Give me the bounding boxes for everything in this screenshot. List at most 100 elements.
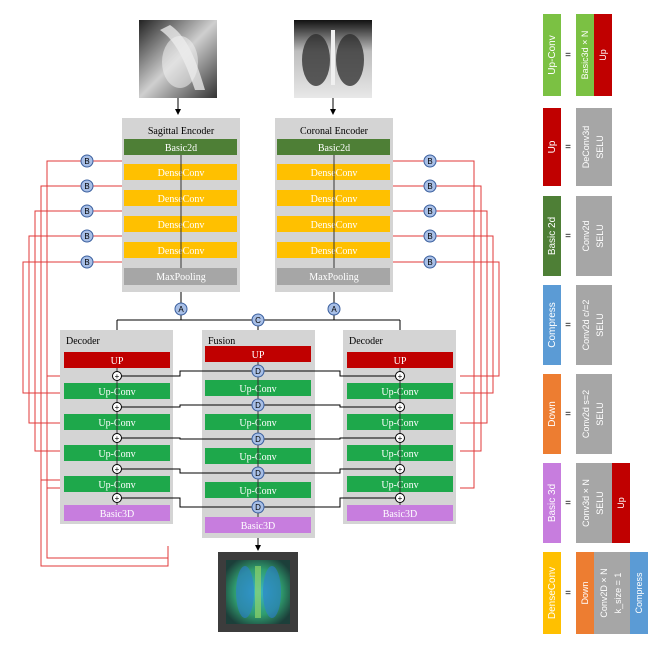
right-decoder-title: Decoder — [349, 336, 384, 347]
legend-denseconv: DenseConv = Down Conv2D × N k_size = 1 C… — [543, 552, 648, 634]
legend-equals: = — [565, 50, 571, 61]
marker-plus: + — [398, 494, 403, 503]
legend-down: Down = Conv2d s=2 SELU — [543, 374, 612, 454]
sagittal-encoder: Sagittal Encoder Basic2d DenseConv Dense… — [122, 118, 240, 292]
legend-basic2d-part-2: SELU — [595, 224, 605, 248]
legend-upconv-part-2: Up — [598, 49, 608, 61]
legend-upconv-part-1: Basic3d × N — [580, 31, 590, 80]
marker-plus: + — [398, 403, 403, 412]
marker-plus: + — [115, 494, 120, 503]
sagittal-xray-image — [139, 20, 217, 98]
coronal-xray-image — [294, 20, 372, 98]
legend-compress-part-1: Conv2d c/=2 — [581, 300, 591, 351]
coronal-encoder-title: Coronal Encoder — [300, 126, 369, 137]
legend-basic3d-part-2: SELU — [595, 491, 605, 515]
marker-d: D — [255, 469, 261, 478]
right-up-label: UP — [394, 356, 407, 367]
sagittal-encoder-title: Sagittal Encoder — [148, 126, 215, 137]
marker-plus: + — [115, 372, 120, 381]
coronal-maxpool-label: MaxPooling — [309, 272, 358, 283]
coronal-maxpool — [277, 268, 390, 285]
right-up-block — [347, 352, 453, 368]
marker-d: D — [255, 401, 261, 410]
sagittal-maxpool-label: MaxPooling — [156, 272, 205, 283]
marker-b: B — [427, 232, 432, 241]
output-ct-volume-image — [218, 552, 298, 632]
coronal-basic2d-block — [277, 139, 390, 155]
marker-b: B — [84, 157, 89, 166]
legend-equals: = — [565, 498, 571, 509]
left-up-label: UP — [111, 356, 124, 367]
marker-plus: + — [115, 465, 120, 474]
legend-denseconv-part-3: k_size = 1 — [613, 573, 623, 614]
legend-down-part-2: SELU — [595, 402, 605, 426]
marker-b: B — [84, 258, 89, 267]
coronal-basic2d-label: Basic2d — [318, 143, 350, 154]
legend-basic2d-part-1: Conv2d — [581, 220, 591, 251]
legend-upconv: Up-Conv = Basic3d × N Up — [543, 14, 612, 96]
fusion-up-label: UP — [252, 350, 265, 361]
legend-compress-part-2: SELU — [595, 313, 605, 337]
marker-b: B — [84, 232, 89, 241]
legend-basic2d: Basic 2d = Conv2d SELU — [543, 196, 612, 276]
legend-up-name: Up — [547, 140, 558, 153]
coronal-encoder: Coronal Encoder Basic2d DenseConv DenseC… — [275, 118, 393, 292]
legend-basic3d-part-1: Conv3d × N — [581, 479, 591, 527]
marker-c: C — [255, 316, 261, 325]
right-basic3d-label: Basic3D — [383, 509, 417, 520]
left-up-block — [64, 352, 170, 368]
marker-b: B — [427, 207, 432, 216]
left-decoder: Decoder UP Up-Conv Up-Conv Up-Conv Up-Co… — [60, 330, 173, 524]
legend-denseconv-name: DenseConv — [547, 567, 558, 619]
legend-basic3d-part-3: Up — [616, 497, 626, 509]
legend-equals: = — [565, 231, 571, 242]
legend-equals: = — [565, 320, 571, 331]
marker-b: B — [84, 207, 89, 216]
legend-up: Up = DeConv3d SELU — [543, 108, 612, 186]
legend-down-part-1: Conv2d s=2 — [581, 390, 591, 438]
fusion-title: Fusion — [208, 336, 235, 347]
fusion-up-block — [205, 346, 311, 362]
marker-plus: + — [398, 465, 403, 474]
marker-b: B — [84, 182, 89, 191]
legend-compress-name: Compress — [547, 302, 558, 348]
right-basic3d-block — [347, 505, 453, 521]
left-decoder-title: Decoder — [66, 336, 101, 347]
legend-denseconv-part-1: Down — [580, 581, 590, 604]
marker-d: D — [255, 503, 261, 512]
left-basic3d-label: Basic3D — [100, 509, 134, 520]
legend-equals: = — [565, 588, 571, 599]
legend-denseconv-part-2: Conv2D × N — [599, 568, 609, 617]
sagittal-basic2d-block — [124, 139, 237, 155]
legend: Up-Conv = Basic3d × N Up Up = DeConv3d S… — [543, 14, 648, 634]
fusion-basic3d-label: Basic3D — [241, 521, 275, 532]
right-decoder: Decoder UP Up-Conv Up-Conv Up-Conv Up-Co… — [343, 330, 456, 524]
legend-equals: = — [565, 142, 571, 153]
legend-up-part-2: SELU — [595, 135, 605, 159]
sagittal-basic2d-label: Basic2d — [165, 143, 197, 154]
fusion-basic3d-block — [205, 517, 311, 533]
markers: B B B B B B B B B B A A C D D D D D + + … — [80, 154, 437, 514]
legend-basic3d-name: Basic 3d — [547, 484, 558, 522]
marker-plus: + — [398, 372, 403, 381]
marker-b: B — [427, 258, 432, 267]
marker-plus: + — [398, 434, 403, 443]
legend-basic2d-name: Basic 2d — [547, 217, 558, 255]
marker-d: D — [255, 367, 261, 376]
left-basic3d-block — [64, 505, 170, 521]
legend-basic3d: Basic 3d = Conv3d × N SELU Up — [543, 463, 630, 543]
legend-equals: = — [565, 409, 571, 420]
marker-a: A — [331, 305, 337, 314]
marker-a: A — [178, 305, 184, 314]
marker-plus: + — [115, 434, 120, 443]
legend-denseconv-part-4: Compress — [634, 572, 644, 614]
marker-plus: + — [115, 403, 120, 412]
sagittal-maxpool — [124, 268, 237, 285]
legend-compress: Compress = Conv2d c/=2 SELU — [543, 285, 612, 365]
marker-d: D — [255, 435, 261, 444]
marker-b: B — [427, 182, 432, 191]
marker-b: B — [427, 157, 432, 166]
legend-down-name: Down — [547, 401, 558, 427]
legend-up-part-1: DeConv3d — [581, 126, 591, 169]
